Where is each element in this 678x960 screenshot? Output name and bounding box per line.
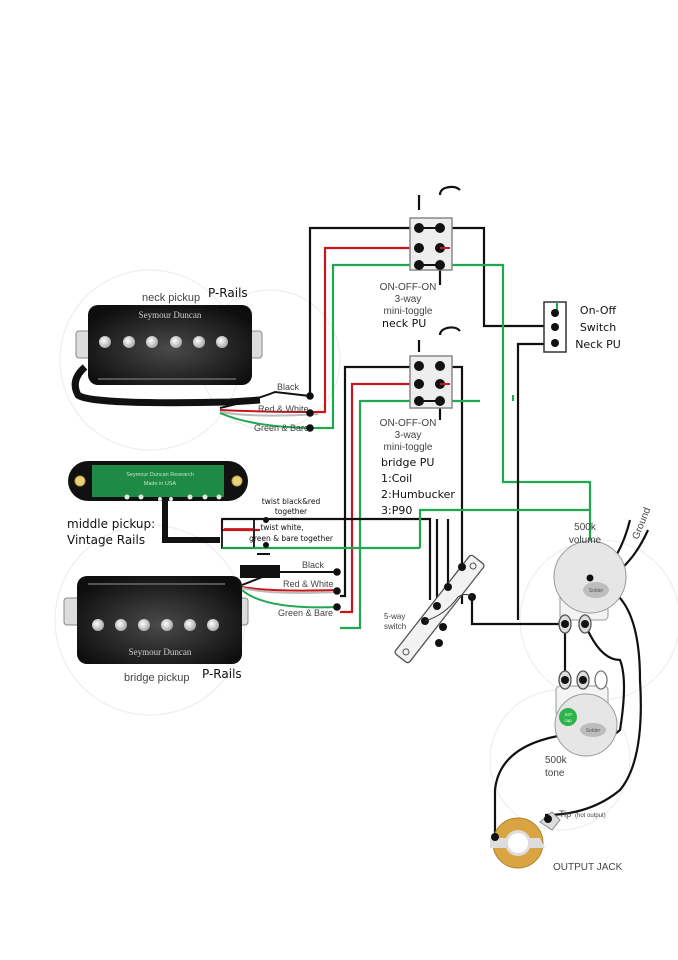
bridge-pickup-model: P-Rails (202, 667, 242, 681)
neck-wire-label-redwhite: Red & White (258, 404, 309, 414)
tone-name: tone (545, 768, 565, 779)
tone-solder-label: Solder (586, 728, 601, 734)
ground-label: Ground (631, 506, 654, 541)
neck-toggle-label-1: ON-OFF-ON (380, 282, 437, 293)
wire-neck-green (318, 263, 413, 430)
tone-pot: .047 cap Solder 500k tone (545, 670, 618, 779)
twist-note-2-line1: twist white, (260, 523, 303, 532)
neck-toggle-label-2: 3-way (395, 294, 422, 305)
middle-pickup-title-1: middle pickup: (67, 517, 155, 531)
wire-onoff-lower (516, 342, 549, 620)
twist-note-1-line2: together (275, 507, 308, 516)
wire-neck-black (308, 226, 413, 396)
output-jack: Tip (hot output) OUTPUT JACK (490, 809, 623, 873)
jack-tip-note: (hot output) (575, 813, 606, 819)
volume-solder-label: Solder (589, 588, 604, 594)
cap-label-2: cap (564, 718, 572, 723)
bridge-pickup-title: bridge pickup (124, 672, 189, 684)
jack-tip-label: Tip (559, 809, 571, 819)
neck-pickup-brand: Seymour Duncan (139, 310, 202, 320)
neck-wire-label-black: Black (277, 382, 300, 392)
bridge-toggle-label-3: mini-toggle (384, 442, 433, 453)
five-way-label-1: 5-way (384, 612, 405, 621)
bridge-mini-toggle: ON-OFF-ON 3-way mini-toggle bridge PU 1:… (380, 355, 455, 517)
wire-bridge-black (340, 365, 413, 598)
bridge-pickup-brand: Seymour Duncan (129, 647, 192, 657)
bridge-wire-label-redwhite: Red & White (283, 579, 334, 589)
onoff-label-3: Neck PU (575, 338, 621, 351)
output-jack-label: OUTPUT JACK (553, 862, 623, 873)
bridge-toggle-label-4: bridge PU (381, 456, 434, 469)
volume-pot: Solder 500k volume Ground (553, 506, 654, 634)
wires (220, 185, 650, 835)
onoff-label-1: On-Off (580, 304, 617, 317)
neck-pickup-model: P-Rails (208, 286, 248, 300)
neck-pickup: Seymour Duncan neck pickup P-Rails Black… (71, 286, 319, 433)
bridge-pickup-polepieces (92, 619, 219, 631)
bridge-toggle-label-1: ON-OFF-ON (380, 418, 437, 429)
neck-toggle-label-4: neck PU (382, 317, 426, 330)
volume-value: 500k (574, 522, 597, 533)
neck-wire-label-greenbare: Green & Bare (254, 423, 309, 433)
bridge-toggle-mode-2: 2:Humbucker (381, 488, 455, 501)
bridge-wire-label-greenbare: Green & Bare (278, 608, 333, 618)
wire-neck-toggle-top (440, 226, 544, 328)
wire-5way-to-volume (470, 597, 565, 626)
twist-note-1-line1: twist black&red (262, 497, 321, 506)
wire-neck-red (318, 246, 413, 414)
bridge-toggle-label-2: 3-way (395, 430, 422, 441)
volume-name: volume (569, 535, 602, 546)
twist-note-2-line2: green & bare together (249, 534, 334, 543)
middle-pcb-line2: Made in USA (144, 481, 177, 487)
middle-pickup-title-2: Vintage Rails (67, 533, 145, 547)
onoff-label-2: Switch (580, 321, 616, 334)
middle-pickup: Seymour Duncan Research Made in USA midd… (67, 461, 334, 555)
neck-pickup-polepieces (99, 336, 228, 348)
middle-pcb-line1: Seymour Duncan Research (126, 472, 194, 478)
neck-mini-toggle: ON-OFF-ON 3-way mini-toggle neck PU (380, 217, 453, 330)
bridge-pickup: Seymour Duncan Black Red & White Green &… (63, 560, 341, 684)
bridge-toggle-mode-3: 3:P90 (381, 504, 412, 517)
neck-pickup-title: neck pickup (142, 292, 200, 304)
bridge-toggle-mode-1: 1:Coil (381, 472, 412, 485)
five-way-switch: 5-way switch (384, 554, 485, 664)
tone-value: 500k (545, 755, 568, 766)
wire-bridge-green (340, 399, 413, 630)
five-way-label-2: switch (384, 622, 406, 631)
bridge-wire-label-black: Black (302, 560, 325, 570)
wire-bridge-red (340, 382, 413, 614)
neck-toggle-label-3: mini-toggle (384, 306, 433, 317)
wire-middle-black (222, 517, 432, 600)
wire-neck-toggle-green (440, 263, 592, 578)
cap-label-1: .047 (564, 712, 573, 717)
on-off-switch: On-Off Switch Neck PU (543, 301, 621, 353)
